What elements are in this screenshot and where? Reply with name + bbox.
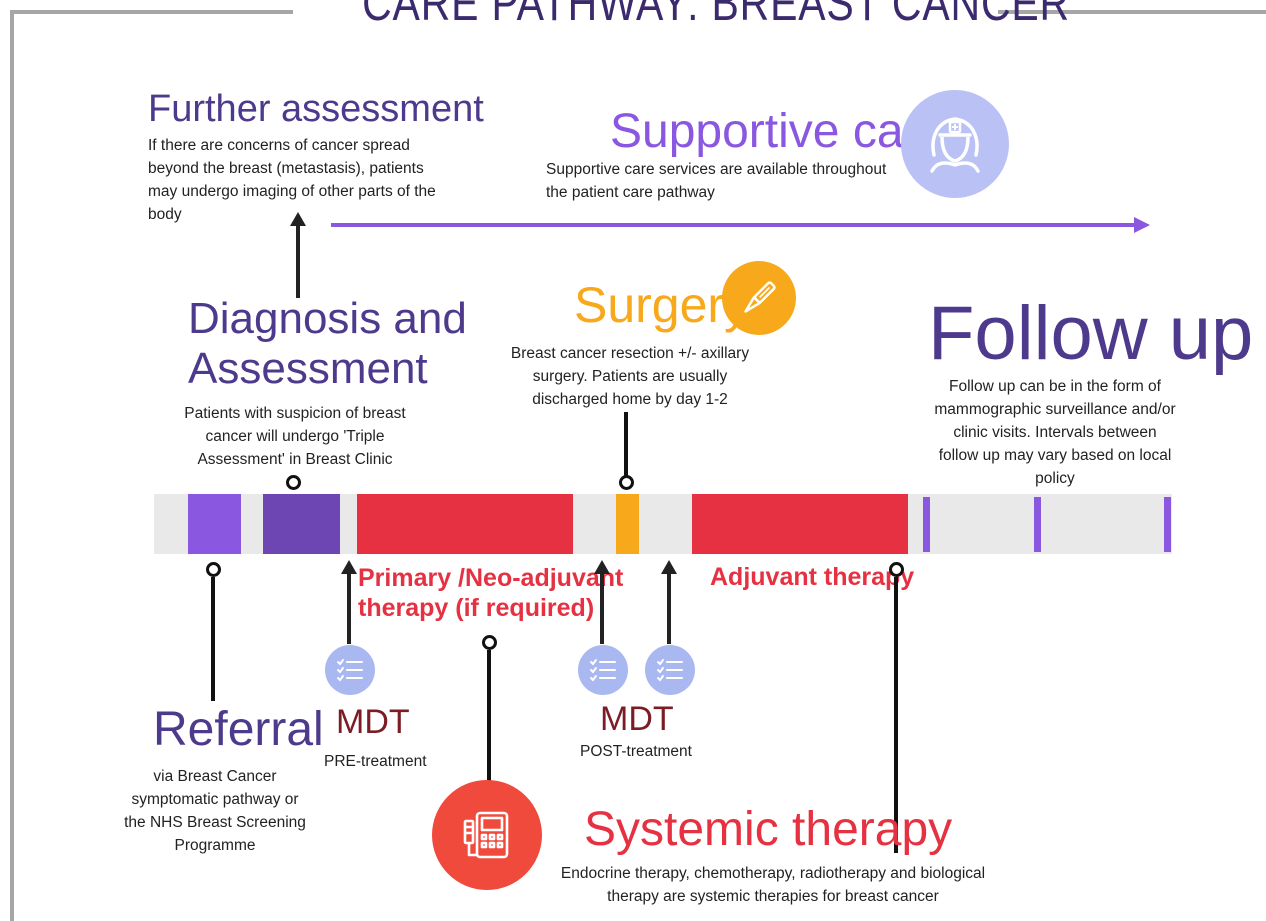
mdt-pre-sub: PRE-treatment bbox=[324, 753, 427, 770]
mdt-pre-arrowhead bbox=[341, 560, 357, 574]
mdt-post-heading: MDT bbox=[600, 700, 674, 738]
text-line: follow up may vary based on local bbox=[938, 447, 1172, 464]
supportive-care-arrow-line bbox=[331, 223, 1137, 227]
systemic-therapy-heading: Systemic therapy bbox=[584, 803, 953, 856]
diagnosis-segment bbox=[263, 494, 340, 554]
adjuvant-therapy-segment bbox=[692, 494, 908, 554]
checklist-icon bbox=[325, 645, 375, 695]
checklist-icon bbox=[578, 645, 628, 695]
surgery-connector bbox=[624, 412, 628, 476]
surgery-marker bbox=[619, 475, 634, 490]
mdt-post-arrowhead-2 bbox=[661, 560, 677, 574]
text-line: Assessment' in Breast Clinic bbox=[197, 451, 393, 468]
text-line: via Breast Cancer bbox=[153, 768, 277, 785]
adjuvant-connector bbox=[894, 577, 898, 853]
text-line: mammographic surveillance and/or bbox=[934, 401, 1176, 418]
diagnosis-heading: Diagnosis and Assessment bbox=[188, 294, 467, 394]
text-line: beyond the breast (metastasis), patients bbox=[148, 160, 424, 177]
text-line: clinic visits. Intervals between bbox=[953, 424, 1157, 441]
scalpel-icon bbox=[722, 261, 796, 335]
referral-heading: Referral bbox=[153, 703, 324, 756]
systemic-marker bbox=[482, 635, 497, 650]
adjuvant-marker bbox=[889, 562, 904, 577]
checklist-icon bbox=[645, 645, 695, 695]
mdt-post-connector-2 bbox=[667, 572, 671, 644]
supportive-care-text: Supportive care services are available t… bbox=[546, 158, 906, 204]
mdt-pre-heading: MDT bbox=[336, 703, 410, 741]
diagnosis-heading-line: Diagnosis and bbox=[188, 294, 467, 343]
page-title: CARE PATHWAY: BREAST CANCER bbox=[362, 0, 1070, 31]
referral-segment bbox=[188, 494, 241, 554]
follow-up-tick bbox=[1034, 497, 1041, 552]
text-line: the patient care pathway bbox=[546, 184, 715, 201]
text-line: therapy are systemic therapies for breas… bbox=[607, 888, 939, 905]
further-assessment-connector bbox=[296, 226, 300, 298]
supportive-care-heading: Supportive care bbox=[610, 105, 947, 158]
text-line: surgery. Patients are usually bbox=[532, 368, 728, 385]
referral-text: via Breast Cancer symptomatic pathway or… bbox=[110, 765, 320, 857]
text-line: Follow up can be in the form of bbox=[949, 378, 1161, 395]
follow-up-tick bbox=[1164, 497, 1171, 552]
text-line: policy bbox=[1035, 470, 1075, 487]
follow-up-heading: Follow up bbox=[928, 291, 1254, 376]
diagnosis-text: Patients with suspicion of breast cancer… bbox=[160, 402, 430, 471]
systemic-connector bbox=[487, 650, 491, 790]
mdt-post-connector bbox=[600, 572, 604, 644]
surgery-heading: Surgery bbox=[574, 277, 750, 333]
surgery-segment bbox=[616, 494, 639, 554]
text-line: If there are concerns of cancer spread bbox=[148, 137, 410, 154]
text-line: the NHS Breast Screening bbox=[124, 814, 306, 831]
frame-top-right bbox=[998, 10, 1266, 14]
mdt-pre-connector bbox=[347, 572, 351, 644]
text-line: body bbox=[148, 206, 182, 223]
further-assessment-arrowhead bbox=[290, 212, 306, 226]
primary-therapy-label: Primary /Neo-adjuvant therapy (if requir… bbox=[358, 563, 624, 623]
text-line: cancer will undergo 'Triple bbox=[205, 428, 385, 445]
surgery-text: Breast cancer resection +/- axillary sur… bbox=[500, 342, 760, 411]
text-line: discharged home by day 1-2 bbox=[532, 391, 728, 408]
primary-therapy-line: Primary /Neo-adjuvant bbox=[358, 564, 624, 592]
referral-connector bbox=[211, 577, 215, 701]
text-line: Programme bbox=[174, 837, 256, 854]
diagnosis-heading-line: Assessment bbox=[188, 344, 428, 393]
text-line: Supportive care services are available t… bbox=[546, 161, 887, 178]
primary-therapy-line: therapy (if required) bbox=[358, 594, 595, 622]
nurse-icon bbox=[901, 90, 1009, 198]
text-line: Patients with suspicion of breast bbox=[184, 405, 406, 422]
mdt-post-sub: POST-treatment bbox=[580, 743, 692, 760]
text-line: Breast cancer resection +/- axillary bbox=[510, 345, 750, 362]
infusion-pump-icon bbox=[432, 780, 542, 890]
text-line: Endocrine therapy, chemotherapy, radioth… bbox=[560, 865, 986, 882]
referral-marker bbox=[206, 562, 221, 577]
adjuvant-therapy-label: Adjuvant therapy bbox=[710, 563, 915, 591]
further-assessment-text: If there are concerns of cancer spread b… bbox=[148, 134, 468, 226]
text-line: symptomatic pathway or bbox=[131, 791, 299, 808]
diagnosis-marker bbox=[286, 475, 301, 490]
frame-left bbox=[10, 10, 14, 921]
supportive-care-arrowhead bbox=[1134, 217, 1150, 233]
systemic-therapy-text: Endocrine therapy, chemotherapy, radioth… bbox=[548, 862, 998, 908]
frame-top-left bbox=[10, 10, 293, 14]
mdt-post-arrowhead bbox=[594, 560, 610, 574]
primary-therapy-segment bbox=[357, 494, 573, 554]
further-assessment-heading: Further assessment bbox=[148, 88, 484, 130]
follow-up-text: Follow up can be in the form of mammogra… bbox=[905, 375, 1205, 490]
follow-up-tick bbox=[923, 497, 930, 552]
text-line: may undergo imaging of other parts of th… bbox=[148, 183, 436, 200]
